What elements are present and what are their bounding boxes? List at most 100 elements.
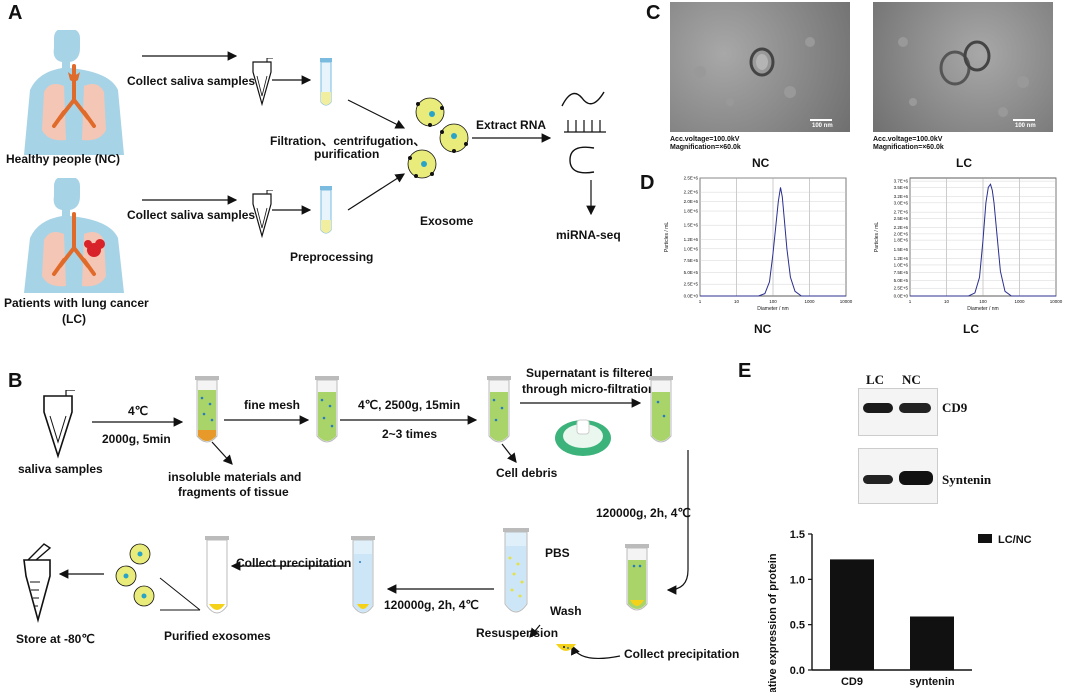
- filtration-label-line2: purification: [314, 147, 380, 161]
- y-axis-label: Particles / mL: [664, 222, 670, 253]
- tem-image-lc: 100 nm: [873, 2, 1053, 132]
- exosome-cluster-icon: [115, 543, 155, 607]
- x-tick-label: 100: [979, 299, 987, 304]
- y-tick-label: 1.0E+6: [894, 262, 909, 267]
- y-tick-label: 0.0: [790, 665, 805, 677]
- tem-image-nc: 100 nm: [670, 2, 850, 132]
- nta-label-nc: NC: [754, 322, 772, 336]
- y-tick-label: 5.0E+5: [894, 278, 909, 283]
- tube-pbs-icon: [503, 528, 529, 613]
- panel-a-letter: A: [8, 2, 23, 24]
- x-axis-label: Diameter / nm: [757, 306, 788, 310]
- supernatant-label-line1: Supernatant is filtered: [526, 366, 653, 380]
- test-tube-icon: [320, 186, 332, 234]
- western-blot-syntenin: [858, 448, 938, 504]
- x-tick-label: 10: [734, 299, 740, 304]
- preprocessing-label: Preprocessing: [290, 250, 374, 264]
- x-tick-label: 10: [944, 299, 950, 304]
- tube-with-debris-icon: [195, 376, 219, 443]
- y-tick-label: 3.2E+6: [894, 194, 909, 199]
- pbs-label: PBS: [545, 546, 570, 560]
- panel-d-letter: D: [640, 172, 655, 194]
- band-nc: [899, 403, 931, 413]
- pellet-icon: [556, 644, 576, 651]
- x-tick-label: 10000: [1050, 299, 1063, 304]
- temp-4c-label: 4℃: [128, 404, 149, 418]
- spin-2500g-label: 4℃, 2500g, 15min: [358, 398, 461, 412]
- saliva-tube-icon: [252, 58, 273, 107]
- x-axis-label: Diameter / nm: [967, 306, 998, 310]
- rna-symbols-icon: [561, 91, 606, 174]
- band-label-syntenin: Syntenin: [942, 472, 992, 487]
- y-tick-label: 1.5: [790, 529, 805, 541]
- insoluble-label-line1: insoluble materials and: [168, 470, 302, 484]
- collect-precipitation-bottom-label: Collect precipitation: [624, 647, 740, 661]
- fine-mesh-label: fine mesh: [244, 398, 301, 412]
- saliva-tube-icon: [43, 390, 75, 459]
- ultracentrifuge-label-1: 120000g, 2h, 4℃: [596, 506, 691, 520]
- y-tick-label: 2.0E+6: [894, 231, 909, 236]
- tem-label-nc: NC: [752, 156, 770, 170]
- y-tick-label: 1.5E+6: [684, 223, 699, 228]
- ultracentrifuge-label-2: 120000g, 2h, 4℃: [384, 598, 479, 612]
- spin-2500g-repeat-label: 2~3 times: [382, 427, 438, 441]
- y-tick-label: 3.0E+6: [894, 200, 909, 205]
- y-tick-label: 1.0E+6: [684, 246, 699, 251]
- y-tick-label: 1.5E+6: [894, 247, 909, 252]
- patient-label-line1: Patients with lung cancer: [4, 296, 149, 310]
- extract-rna-label: Extract RNA: [476, 118, 547, 132]
- purified-exosomes-label: Purified exosomes: [164, 629, 271, 643]
- y-tick-label: 2.0E+6: [684, 199, 699, 204]
- tem-scale-bar-lc: 100 nm: [1015, 123, 1036, 129]
- panel-b-letter: B: [8, 370, 23, 392]
- size-distribution-line: [700, 187, 846, 297]
- tube-purified-icon: [205, 536, 229, 614]
- band-lc: [863, 403, 893, 413]
- y-tick-label: 0.5: [790, 620, 805, 632]
- band-label-cd9: CD9: [942, 400, 968, 415]
- bar-syntenin: [910, 616, 954, 670]
- y-tick-label: 3.5E+6: [894, 185, 909, 190]
- y-tick-label: 2.2E+6: [894, 225, 909, 230]
- legend-label: LC/NC: [998, 534, 1032, 546]
- store-temperature-label: Store at -80℃: [16, 632, 95, 646]
- lane-label-lc: LC: [866, 372, 885, 387]
- patient-label-line2: (LC): [62, 312, 86, 326]
- tube-green-icon: [649, 376, 673, 443]
- healthy-person-figure: [24, 30, 124, 155]
- band-lc: [863, 475, 893, 484]
- exosome-label: Exosome: [420, 214, 474, 228]
- tube-precipitate-icon: [625, 544, 649, 611]
- panel-c-letter: C: [646, 2, 661, 24]
- y-tick-label: 1.8E+6: [684, 209, 699, 214]
- x-tick-label: 1000: [804, 299, 815, 304]
- tem-voltage-lc: Acc.voltage=100.0kV: [873, 136, 943, 143]
- collect-saliva-bottom-label: Collect saliva samples: [127, 208, 256, 222]
- y-tick-label: 7.5E+5: [894, 270, 909, 275]
- y-tick-label: 7.5E+5: [684, 258, 699, 263]
- collect-precipitation-top-label: Collect precipitation: [236, 556, 352, 570]
- spin-2000g-label: 2000g, 5min: [102, 432, 171, 446]
- tube-green-icon: [487, 376, 511, 443]
- y-tick-label: 0.0E+0: [684, 294, 699, 299]
- nta-label-lc: LC: [963, 322, 979, 336]
- patient-figure: [24, 178, 124, 293]
- y-tick-label: 2.5E+6: [684, 176, 699, 181]
- y-tick-label: 2.7E+6: [894, 210, 909, 215]
- saliva-tube-icon: [252, 190, 273, 239]
- western-blot-cd9: [858, 388, 938, 436]
- y-tick-label: 1.2E+6: [894, 256, 909, 261]
- panel-e-letter: E: [738, 360, 752, 382]
- size-distribution-line: [910, 183, 1056, 297]
- band-nc: [899, 471, 933, 485]
- mirna-seq-label: miRNA-seq: [556, 228, 621, 242]
- y-tick-label: 3.7E+6: [894, 179, 909, 184]
- y-axis-label: Relative expression of protein: [767, 553, 779, 692]
- legend-swatch: [978, 534, 992, 543]
- supernatant-label-line2: through micro-filtration: [522, 382, 656, 396]
- tem-magnification-lc: Magnification=×60.0k: [873, 144, 944, 151]
- wash-label: Wash: [550, 604, 582, 618]
- x-tick-label: 10000: [840, 299, 853, 304]
